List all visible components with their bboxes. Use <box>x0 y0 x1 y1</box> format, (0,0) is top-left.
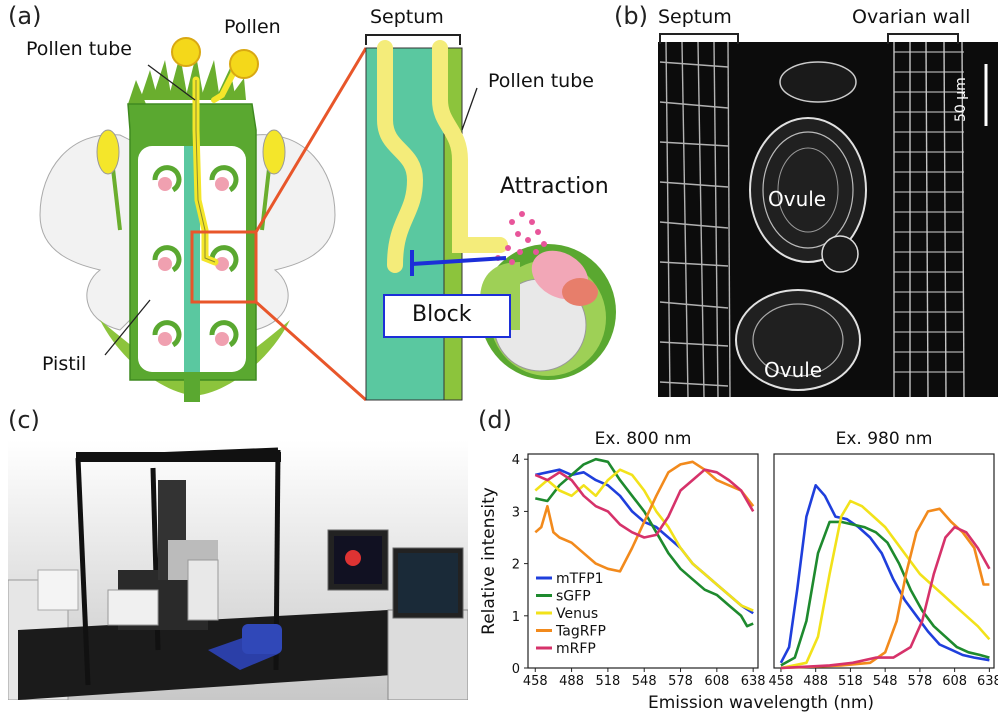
panel-letter-b: (b) <box>614 2 648 30</box>
emission-spectra-chart: Ex. 800 nm 458 488 518 548 578 608 638 0 1 2 3 4Rela… <box>479 429 998 713</box>
x-tick-label-1-488: 488 <box>803 674 828 689</box>
y-axis-label: Relative intensity <box>479 487 499 635</box>
y-tick-label-0-0: 0 <box>512 662 520 677</box>
brackets-b <box>659 33 959 44</box>
label-block: Block <box>412 302 472 327</box>
series-line-1-TagRFP <box>780 507 990 670</box>
ovules <box>152 165 239 348</box>
pollen-tube-right <box>211 61 241 103</box>
pollen-grain-1 <box>171 37 201 67</box>
series-line-1-Venus <box>780 499 991 670</box>
legend-label-TagRFP: TagRFP <box>555 624 606 640</box>
x-tick-label-1-548: 548 <box>873 674 898 689</box>
inset-pollen-tube-left <box>377 40 424 273</box>
x-tick-label-0-518: 518 <box>595 674 620 689</box>
label-septum-a: Septum <box>370 6 444 28</box>
x-tick-label-1-578: 578 <box>907 674 932 689</box>
panel-letter-d: (d) <box>478 406 512 434</box>
x-tick-label-1-518: 518 <box>838 674 863 689</box>
series-line-1-sGFP <box>780 520 990 667</box>
y-tick-label-0-3: 3 <box>512 505 520 520</box>
plot-frame-1 <box>773 453 995 669</box>
ovule-top <box>749 117 867 263</box>
legend-label-mRFP: mRFP <box>556 641 596 657</box>
x-tick-label-1-638: 638 <box>977 674 998 689</box>
x-tick-label-0-488: 488 <box>559 674 584 689</box>
label-ovule-bottom: Ovule <box>764 358 823 382</box>
y-tick-label-0-2: 2 <box>512 558 520 573</box>
right-anther <box>262 129 286 175</box>
inset-pollen-tube-right <box>432 40 508 253</box>
panel-letter-c: (c) <box>8 406 40 434</box>
zoom-box <box>190 230 258 304</box>
pollen-grain-2 <box>229 49 259 79</box>
x-tick-label-1-608: 608 <box>942 674 967 689</box>
left-anther <box>96 129 120 175</box>
label-inset-pollen-tube: Pollen tube <box>488 70 594 92</box>
block-box <box>383 294 511 338</box>
series-line-0-mRFP <box>534 468 755 539</box>
series-line-0-TagRFP <box>534 460 755 573</box>
chart-title-1: Ex. 980 nm <box>836 429 933 449</box>
x-axis-label: Emission wavelength (nm) <box>648 693 874 713</box>
legend-label-mTFP1: mTFP1 <box>556 571 604 587</box>
microscopy-image <box>658 42 998 397</box>
x-tick-label-0-548: 548 <box>632 674 657 689</box>
x-tick-label-0-638: 638 <box>741 674 766 689</box>
x-tick-label-0-578: 578 <box>668 674 693 689</box>
y-tick-label-0-1: 1 <box>512 610 520 625</box>
chart-title-0: Ex. 800 nm <box>595 429 692 449</box>
label-ovarian-wall: Ovarian wall <box>852 6 971 28</box>
pistil-diagram <box>39 34 616 402</box>
series-line-0-sGFP <box>535 457 754 628</box>
label-septum-b: Septum <box>658 6 732 28</box>
y-tick-label-0-4: 4 <box>512 453 520 468</box>
block-arrow <box>411 256 507 266</box>
series-line-1-mRFP <box>780 525 991 670</box>
label-attraction: Attraction <box>500 174 609 199</box>
microscope-photo <box>8 440 468 700</box>
legend-label-sGFP: sGFP <box>556 589 591 605</box>
label-scale: 50 μm <box>953 77 969 122</box>
plot-frame-0 <box>527 453 759 669</box>
left-petal <box>39 134 151 331</box>
x-tick-label-0-608: 608 <box>704 674 729 689</box>
label-pistil: Pistil <box>42 353 87 375</box>
label-pollen: Pollen <box>224 16 281 38</box>
label-pollen-tube: Pollen tube <box>26 38 132 60</box>
x-tick-label-1-458: 458 <box>769 674 794 689</box>
panel-letter-a: (a) <box>8 2 42 30</box>
x-tick-label-0-458: 458 <box>523 674 548 689</box>
legend-label-Venus: Venus <box>556 606 598 622</box>
ovule-bottom <box>735 289 861 391</box>
series-line-1-mTFP1 <box>779 484 990 664</box>
series-line-0-Venus <box>534 468 754 612</box>
label-ovule-top: Ovule <box>768 187 827 211</box>
